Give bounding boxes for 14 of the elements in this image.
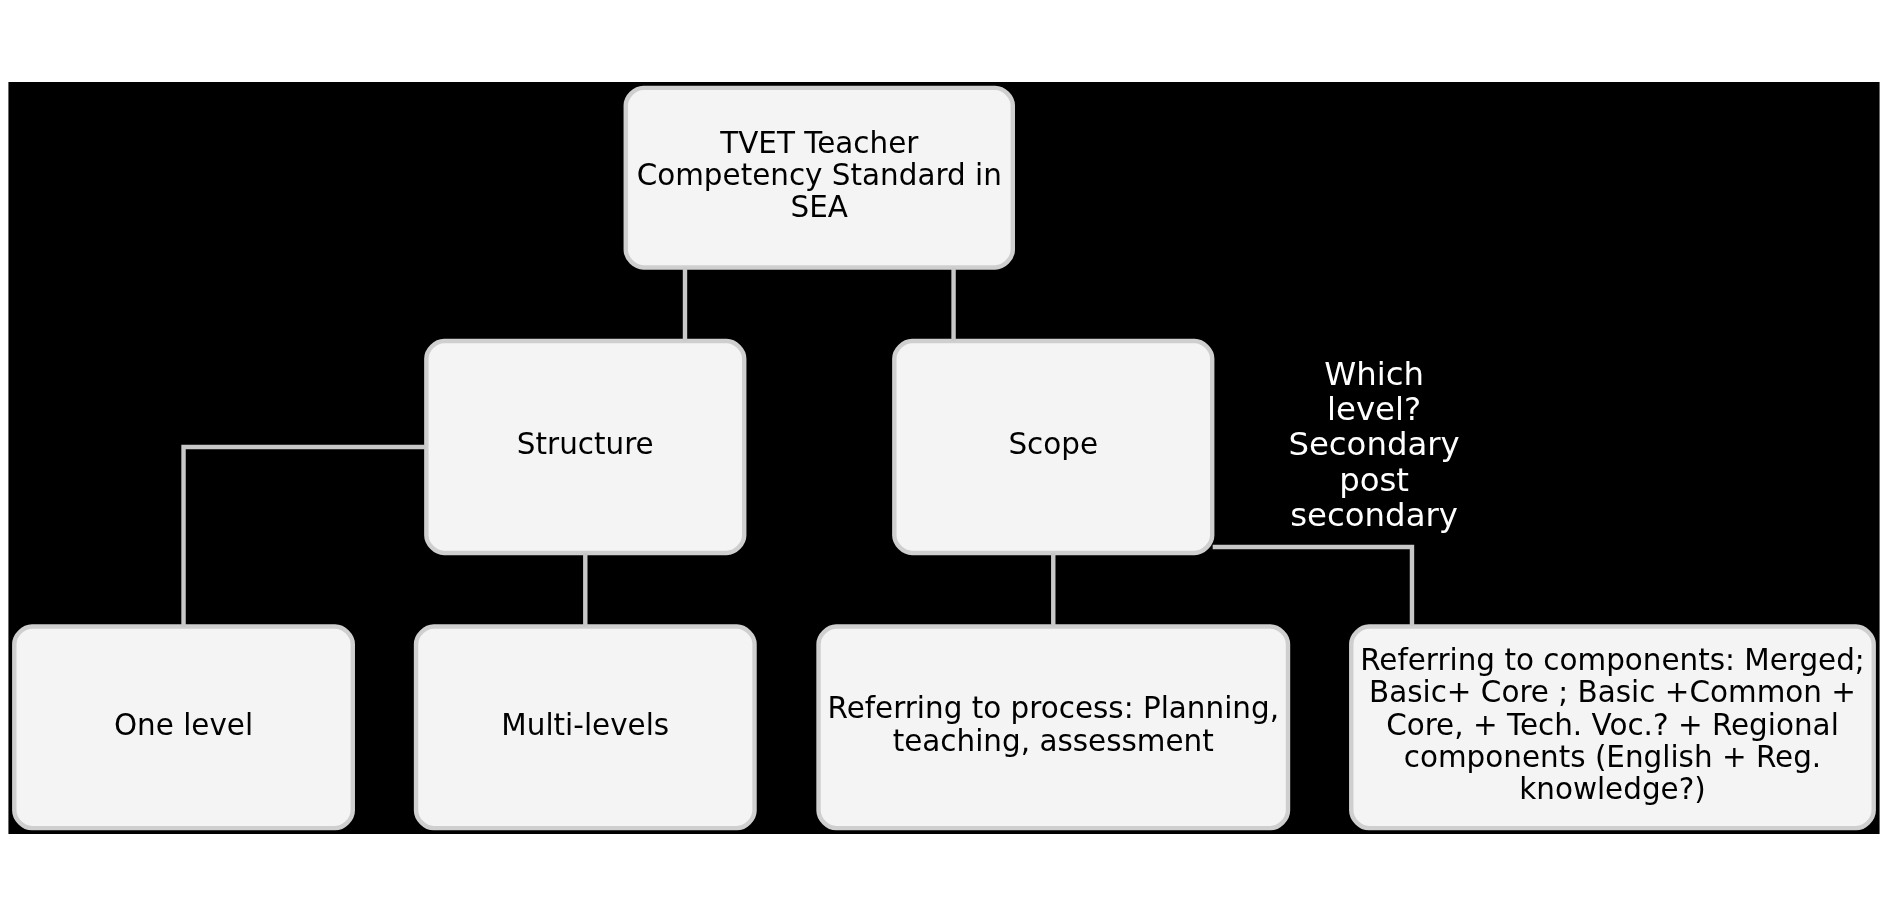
connector: [583, 552, 588, 626]
connector: [682, 267, 688, 341]
node-box: Scope: [892, 338, 1215, 555]
node-box: Multi-levels: [413, 623, 757, 830]
node-box: TVET Teacher Competency Standard in SEA: [623, 85, 1015, 270]
connector: [1051, 552, 1056, 626]
node-box: Referring to process: Planning, teaching, assessment: [816, 623, 1291, 830]
node-box: Referring to components: Merged; Basic+ Core ; Basic +Common + Core, + Tech. Voc.? + Regional components (English + Reg. knowledge?): [1349, 623, 1876, 830]
connector: [1212, 544, 1415, 626]
connector: [181, 444, 426, 626]
label: Which level? Secondary post secondary: [1288, 354, 1460, 534]
node-box: One level: [12, 623, 355, 830]
connector: [951, 267, 956, 341]
node-box: Structure: [424, 338, 747, 555]
